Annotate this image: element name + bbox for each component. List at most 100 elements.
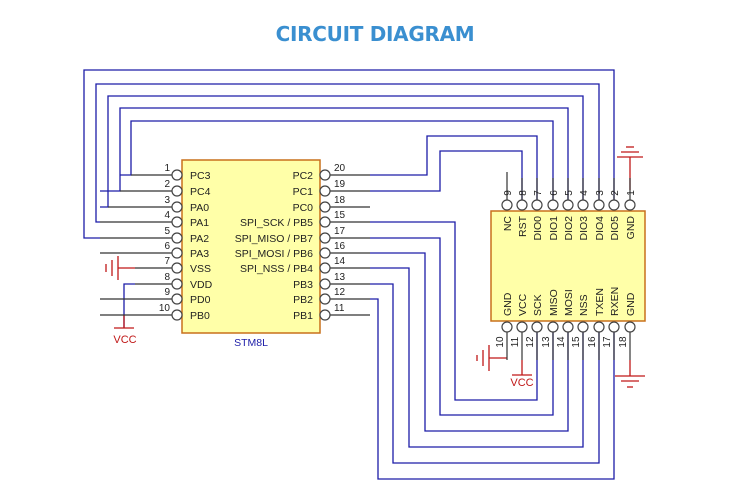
pin-circle [171,201,183,213]
pin-number: 13 [334,272,346,283]
pin-circle [624,321,636,333]
wire-pc1-rst [370,150,523,200]
pin-circle [171,293,183,305]
pin-number: 18 [334,195,346,206]
wire-pa2-dio5 [83,69,615,239]
pin-label: VSS [190,263,211,275]
wire-pc3-dio1 [120,120,554,200]
pin-label: GND [502,292,514,316]
pin-label: PB0 [190,310,210,322]
pin-label: DIO5 [609,216,621,241]
pin-circle [577,321,589,333]
pin-number: 7 [164,256,170,267]
pin-label: VDD [190,279,213,291]
pin-number: 5 [164,226,170,237]
pin-label: PA1 [190,217,209,229]
pin-circle [531,321,543,333]
wire-pb6-mosi [370,252,569,432]
pin-circle [516,321,528,333]
pin-circle [319,262,331,274]
pin-label: PB2 [293,294,313,306]
wire-pa0-dio3 [100,95,584,208]
pin-circle [593,321,605,333]
pin-number: 7 [533,190,544,196]
pin-circle [547,199,559,211]
pin-label: DIO4 [594,216,606,241]
pin-label: GND [625,216,637,240]
pin-label: PA3 [190,248,209,260]
pin-label: PC1 [293,186,314,198]
pin-number: 2 [164,179,170,190]
pin-number: 14 [334,256,346,267]
pin-circle [319,169,331,181]
pin-number: 13 [541,336,552,348]
pin-number: 2 [610,190,621,196]
wire-pc4-dio2 [100,107,569,200]
wire-vdd-vcc [123,283,135,328]
pin-label: MISO [548,289,560,316]
pin-number: 8 [164,272,170,283]
pin-number: 8 [518,190,529,196]
pin-number: 20 [334,163,346,174]
pin-label: MOSI [563,289,575,316]
pin-label: RST [517,215,529,237]
pin-label: PB1 [293,310,313,322]
pin-number: 1 [626,190,637,196]
pin-number: 18 [618,336,629,348]
pin-circle [577,199,589,211]
pin-label: PC4 [190,186,211,198]
pin-number: 15 [334,210,346,221]
pin-label: SPI_MOSI / PB6 [235,248,313,260]
wire-pc2-dio0 [370,135,538,200]
pin-circle [171,216,183,228]
pin-number: 11 [510,336,521,347]
pin-circle [593,199,605,211]
pin-number: 3 [164,195,170,206]
pin-number: 12 [334,287,346,298]
pin-number: 17 [334,226,346,237]
pin-label: VCC [517,293,529,316]
wire-pb7-miso [370,237,554,416]
pin-label: PA2 [190,233,209,245]
pin-number: 11 [334,303,345,314]
mcu-chip [181,159,321,334]
pin-circle [171,247,183,259]
pin-number: 15 [571,336,582,348]
pin-circle [319,185,331,197]
pin-label: GND [625,292,637,316]
pin-circle [319,247,331,259]
pin-circle [531,199,543,211]
pin-label: PC3 [190,170,211,182]
pin-circle [171,278,183,290]
pin-label: PA0 [190,202,209,214]
pin-label: PC0 [293,202,314,214]
pin-number: 17 [602,336,613,348]
pin-label: TXEN [594,288,606,316]
rf-module-chip [490,210,646,322]
pin-number: 10 [495,336,506,348]
pin-label: DIO0 [532,216,544,241]
pin-label: SPI_MISO / PB7 [235,233,313,245]
pin-circle [501,321,513,333]
pin-label: DIO2 [563,216,575,241]
pin-circle [501,199,513,211]
pin-circle [319,201,331,213]
pin-number: 1 [164,163,170,174]
mcu-vcc-label: VCC [113,334,136,346]
pin-circle [562,321,574,333]
pin-number: 12 [525,336,536,348]
pin-number: 6 [549,190,560,196]
pin-circle [171,169,183,181]
pin-number: 5 [564,190,575,196]
pin-number: 9 [503,190,514,196]
pin-number: 14 [556,336,567,348]
pin-circle [624,199,636,211]
pin-circle [171,309,183,321]
page-title: CIRCUIT DIAGRAM [275,22,475,46]
pin-label: NSS [578,294,590,316]
pin-label: RXEN [609,287,621,316]
pin-circle [319,232,331,244]
mcu-name: STM8L [234,337,268,349]
pin-circle [547,321,559,333]
